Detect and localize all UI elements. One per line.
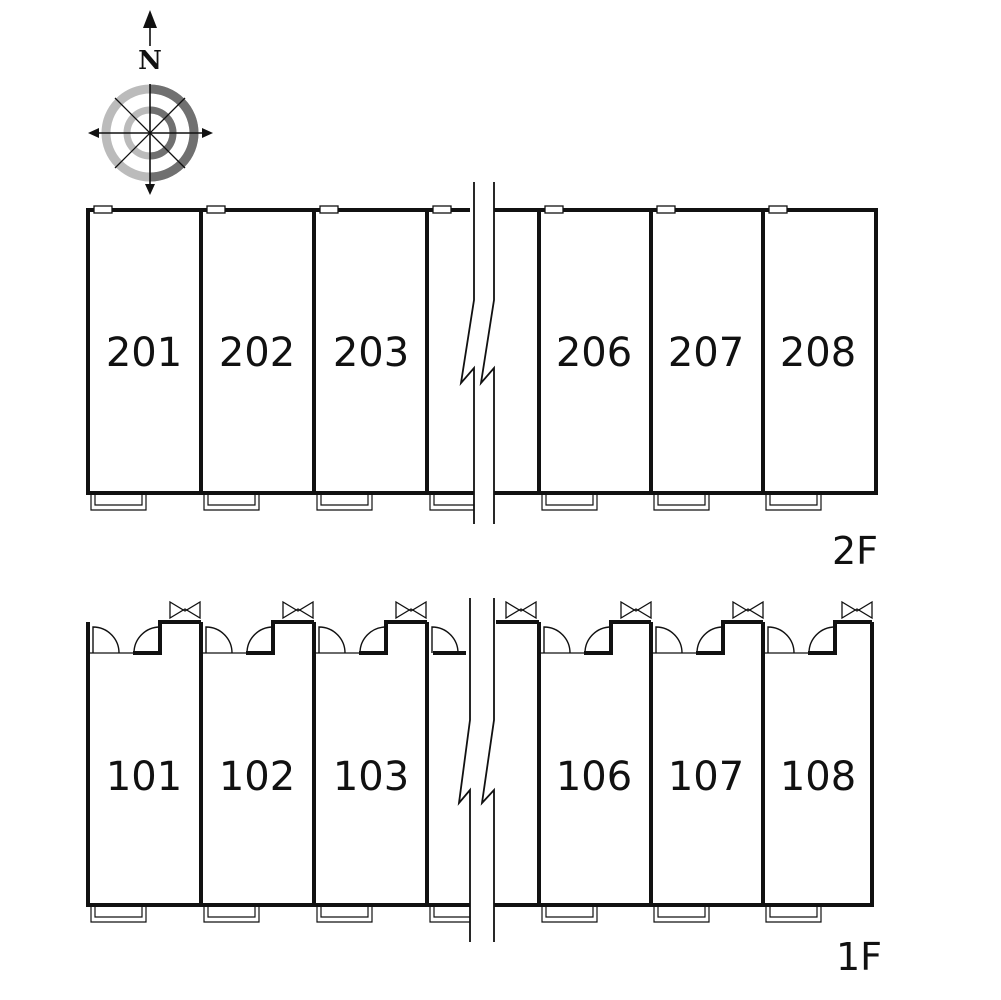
compass-rose-icon — [88, 10, 213, 195]
floor-2-plan — [86, 182, 878, 524]
unit-label-106: 106 — [556, 754, 632, 800]
unit-label-202: 202 — [219, 330, 295, 376]
unit-label-201: 201 — [106, 330, 182, 376]
unit-label-206: 206 — [556, 330, 632, 376]
unit-label-207: 207 — [668, 330, 744, 376]
unit-label-208: 208 — [780, 330, 856, 376]
north-label: N — [138, 46, 162, 76]
unit-label-108: 108 — [780, 754, 856, 800]
unit-label-103: 103 — [333, 754, 409, 800]
floor-1-plan — [86, 598, 874, 942]
floor-label-1f: 1F — [836, 935, 882, 979]
unit-label-101: 101 — [106, 754, 182, 800]
unit-label-203: 203 — [333, 330, 409, 376]
unit-label-102: 102 — [219, 754, 295, 800]
floor-label-2f: 2F — [832, 529, 878, 573]
unit-label-107: 107 — [668, 754, 744, 800]
